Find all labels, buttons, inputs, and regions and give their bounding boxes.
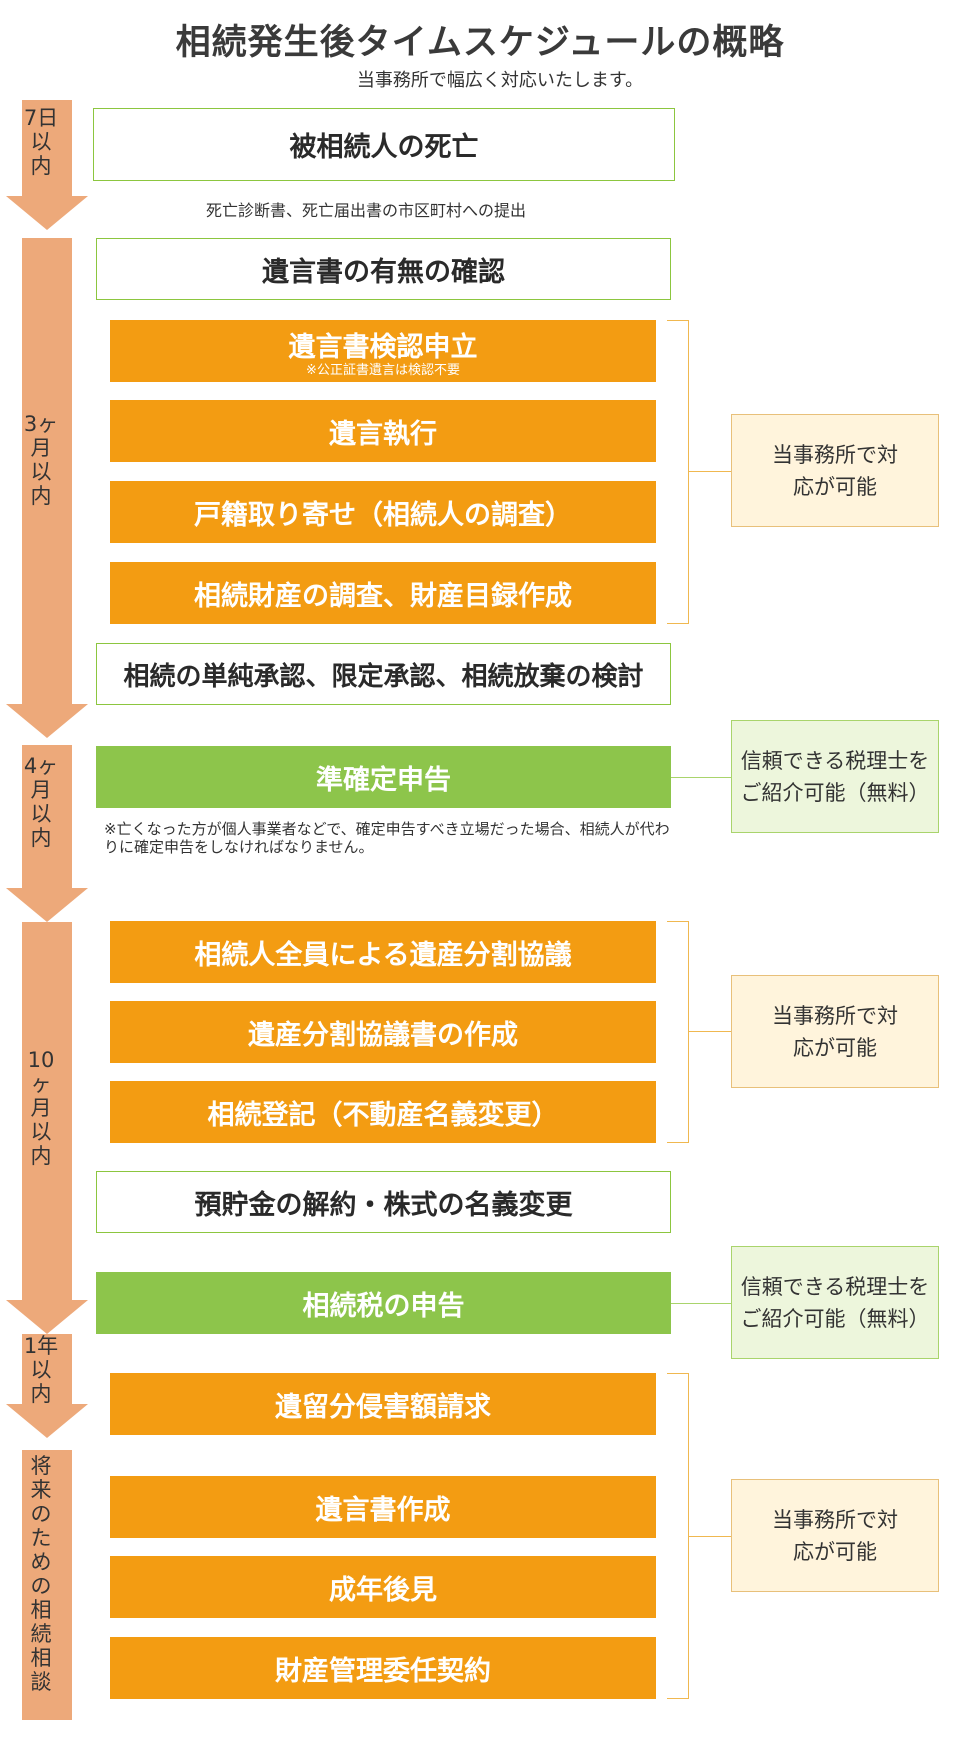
connector-line bbox=[689, 471, 731, 472]
step-quasi-tax: 準確定申告 bbox=[96, 746, 671, 808]
arrow-shaft bbox=[22, 1334, 72, 1404]
bracket-section-2 bbox=[667, 320, 689, 624]
arrow-head bbox=[6, 196, 88, 230]
arrow-7-days bbox=[6, 100, 88, 230]
step-will-execution: 遺言執行 bbox=[110, 400, 656, 462]
page-title: 相続発生後タイムスケジュールの概略 bbox=[175, 23, 785, 63]
step-deposits: 預貯金の解約・株式の名義変更 bbox=[96, 1171, 671, 1233]
step-guardianship: 成年後見 bbox=[110, 1556, 656, 1618]
period-label-3-months: 3ヶ月以内 bbox=[23, 412, 59, 508]
step-asset-survey: 相続財産の調査、財産目録作成 bbox=[110, 562, 656, 624]
office-note-2: 当事務所で対応が可能 bbox=[731, 975, 939, 1088]
arrow-head bbox=[6, 1300, 88, 1334]
period-label-4-months: 4ヶ月以内 bbox=[23, 754, 59, 850]
arrow-shaft bbox=[22, 100, 72, 196]
period-label-future: 将来のための相続相談 bbox=[30, 1454, 52, 1694]
step-will-making: 遺言書作成 bbox=[110, 1476, 656, 1538]
arrow-head bbox=[6, 1404, 88, 1438]
arrow-head bbox=[6, 888, 88, 922]
bar-shaft bbox=[22, 1450, 72, 1720]
period-label-1-year: 1年以内 bbox=[23, 1334, 59, 1406]
arrow-1-year bbox=[6, 1334, 88, 1438]
tax-accountant-note-2: 信頼できる税理士をご紹介可能（無料） bbox=[731, 1246, 939, 1359]
step-inheritance-tax: 相続税の申告 bbox=[96, 1272, 671, 1334]
page-subtitle: 当事務所で幅広く対応いたします。 bbox=[356, 70, 644, 91]
office-note-1: 当事務所で対応が可能 bbox=[731, 414, 939, 527]
step-division-doc: 遺産分割協議書の作成 bbox=[110, 1001, 656, 1063]
step-acceptance: 相続の単純承認、限定承認、相続放棄の検討 bbox=[96, 643, 671, 705]
quasi-tax-note: ※亡くなった方が個人事業者などで、確定申告すべき立場だった場合、相続人が代わりに… bbox=[104, 820, 670, 856]
arrow-3-months bbox=[6, 238, 88, 738]
bracket-section-4 bbox=[667, 921, 689, 1143]
connector-line-green bbox=[671, 1303, 731, 1304]
will-probate-label: 遺言書検認申立 bbox=[288, 331, 478, 363]
arrow-head bbox=[6, 704, 88, 738]
office-note-3: 当事務所で対応が可能 bbox=[731, 1479, 939, 1592]
arrow-shaft bbox=[22, 922, 72, 1300]
bracket-section-6 bbox=[667, 1373, 689, 1699]
arrow-10-months bbox=[6, 922, 88, 1334]
connector-line-green bbox=[671, 777, 731, 778]
step-family-register: 戸籍取り寄せ（相続人の調査） bbox=[110, 481, 656, 543]
will-probate-note: ※公正証書遺言は検認不要 bbox=[306, 362, 460, 378]
step-reserved-portion: 遺留分侵害額請求 bbox=[110, 1373, 656, 1435]
will-probate-inner: 遺言書検認申立 ※公正証書遺言は検認不要 bbox=[289, 325, 478, 378]
death-caption: 死亡診断書、死亡届出書の市区町村への提出 bbox=[206, 201, 527, 220]
connector-line bbox=[689, 1031, 731, 1032]
step-asset-management: 財産管理委任契約 bbox=[110, 1637, 656, 1699]
arrow-4-months bbox=[6, 745, 88, 922]
connector-line bbox=[689, 1536, 731, 1537]
step-will-check: 遺言書の有無の確認 bbox=[96, 238, 671, 300]
period-label-10-months: 10ヶ月以内 bbox=[27, 1048, 55, 1168]
step-death: 被相続人の死亡 bbox=[93, 108, 675, 181]
period-label-7-days: 7日以内 bbox=[23, 106, 59, 178]
tax-accountant-note-1: 信頼できる税理士をご紹介可能（無料） bbox=[731, 720, 939, 833]
step-will-probate: 遺言書検認申立 ※公正証書遺言は検認不要 bbox=[110, 320, 656, 382]
step-registration: 相続登記（不動産名義変更） bbox=[110, 1081, 656, 1143]
arrow-shaft bbox=[22, 238, 72, 704]
step-division-meeting: 相続人全員による遺産分割協議 bbox=[110, 921, 656, 983]
arrow-shaft bbox=[22, 745, 72, 888]
bar-future bbox=[6, 1450, 88, 1720]
